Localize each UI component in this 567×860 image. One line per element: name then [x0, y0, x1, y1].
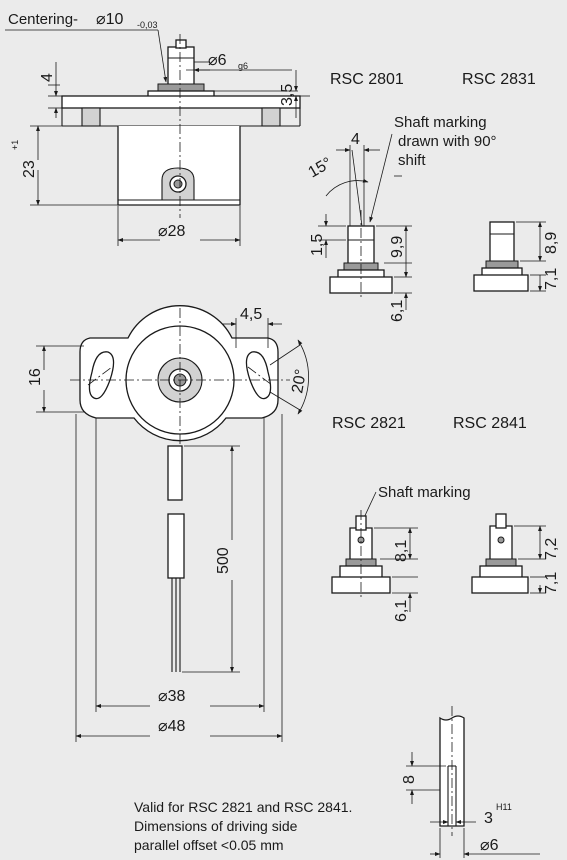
centering-value: ⌀10 [96, 11, 124, 28]
dim-2841-mid: 7,1 [543, 572, 560, 594]
dim-width-4: 4 [351, 131, 360, 148]
detail-rsc-2821: Shaft marking 8,1 6,1 [331, 484, 471, 622]
dim-slot-height: 16 [27, 368, 44, 386]
drive-slot-fit: H11 [496, 802, 512, 812]
shaft-marking-2821-label: Shaft marking [378, 484, 471, 501]
dim-2821-base: 6,1 [393, 600, 410, 622]
label-rsc-2821: RSC 2821 [332, 415, 406, 432]
dim-drive-slot: 3 [484, 810, 493, 827]
side-view-main: Centering- ⌀10 -0,03 ⌀6 g6 [5, 11, 310, 246]
dim-drive-depth: 8 [401, 775, 418, 784]
shaft-marking-90-line2: drawn with 90° [398, 133, 497, 150]
centering-tolerance: -0,03 [137, 20, 158, 30]
d2831-shaft [489, 221, 515, 263]
angle-15: 15° [306, 155, 335, 182]
flange [61, 95, 301, 109]
cable-sleeve [167, 513, 185, 579]
detail-rsc-2801: Shaft marking drawn with 90° shift 15° 4… [306, 114, 497, 322]
dim-slot-4-5: 4,5 [240, 306, 262, 323]
body-dia-label: ⌀28 [158, 223, 186, 240]
detail-rsc-2841: 7,2 7,1 [471, 513, 560, 594]
shaft-tip [175, 39, 187, 49]
dim-2841-top: 7,2 [543, 538, 560, 560]
d2831-base [473, 274, 529, 292]
dim-height-tol: +1 [10, 140, 20, 150]
dim-flat-1-5: 1,5 [309, 234, 326, 256]
drive-shaft [439, 715, 465, 827]
centering-leader-arrow [157, 29, 168, 83]
dim-flange-thickness: 4 [39, 73, 56, 82]
dim-base-6-1: 6,1 [389, 300, 406, 322]
note-line-3: parallel offset <0.05 mm [134, 837, 284, 853]
dim-angle-20: 20° [289, 368, 310, 395]
cable-upper [167, 445, 183, 501]
centering-label: Centering- [8, 11, 78, 28]
d2841-base [471, 576, 529, 594]
flange-lug-right [261, 107, 281, 127]
dim-inner-38: ⌀38 [158, 688, 186, 705]
dim-drive-dia: ⌀6 [480, 837, 499, 854]
plan-view: 16 4,5 20° 500 ⌀38 ⌀48 [27, 305, 310, 742]
label-rsc-2831: RSC 2831 [462, 71, 536, 88]
dim-shaft-step: 3,5 [279, 84, 296, 106]
note-line-1: Valid for RSC 2821 and RSC 2841. [134, 799, 352, 815]
dim-2821-top: 8,1 [393, 540, 410, 562]
dim-height: 23 [21, 160, 38, 178]
shaft [167, 46, 195, 86]
dim-cable-500: 500 [215, 547, 232, 574]
shaft-marking-90-line3: shift [398, 152, 426, 169]
dim-outer-48: ⌀48 [158, 718, 186, 735]
dim-top-9-9: 9,9 [389, 236, 406, 258]
flange-lug-left [81, 107, 101, 127]
housing-body [117, 126, 241, 206]
dim-2831-top: 8,9 [543, 232, 560, 254]
label-rsc-2801: RSC 2801 [330, 71, 404, 88]
shaft-marking-90-line1: Shaft marking [394, 114, 487, 131]
shaft-dia-label: ⌀6 [208, 52, 227, 69]
shaft-fit-label: g6 [238, 61, 248, 71]
label-rsc-2841: RSC 2841 [453, 415, 527, 432]
detail-rsc-2831: 8,9 7,1 [473, 221, 560, 292]
drive-side-detail: 8 3 H11 ⌀6 [401, 706, 540, 858]
dim-2831-mid: 7,1 [543, 268, 560, 290]
note-line-2: Dimensions of driving side [134, 818, 298, 834]
